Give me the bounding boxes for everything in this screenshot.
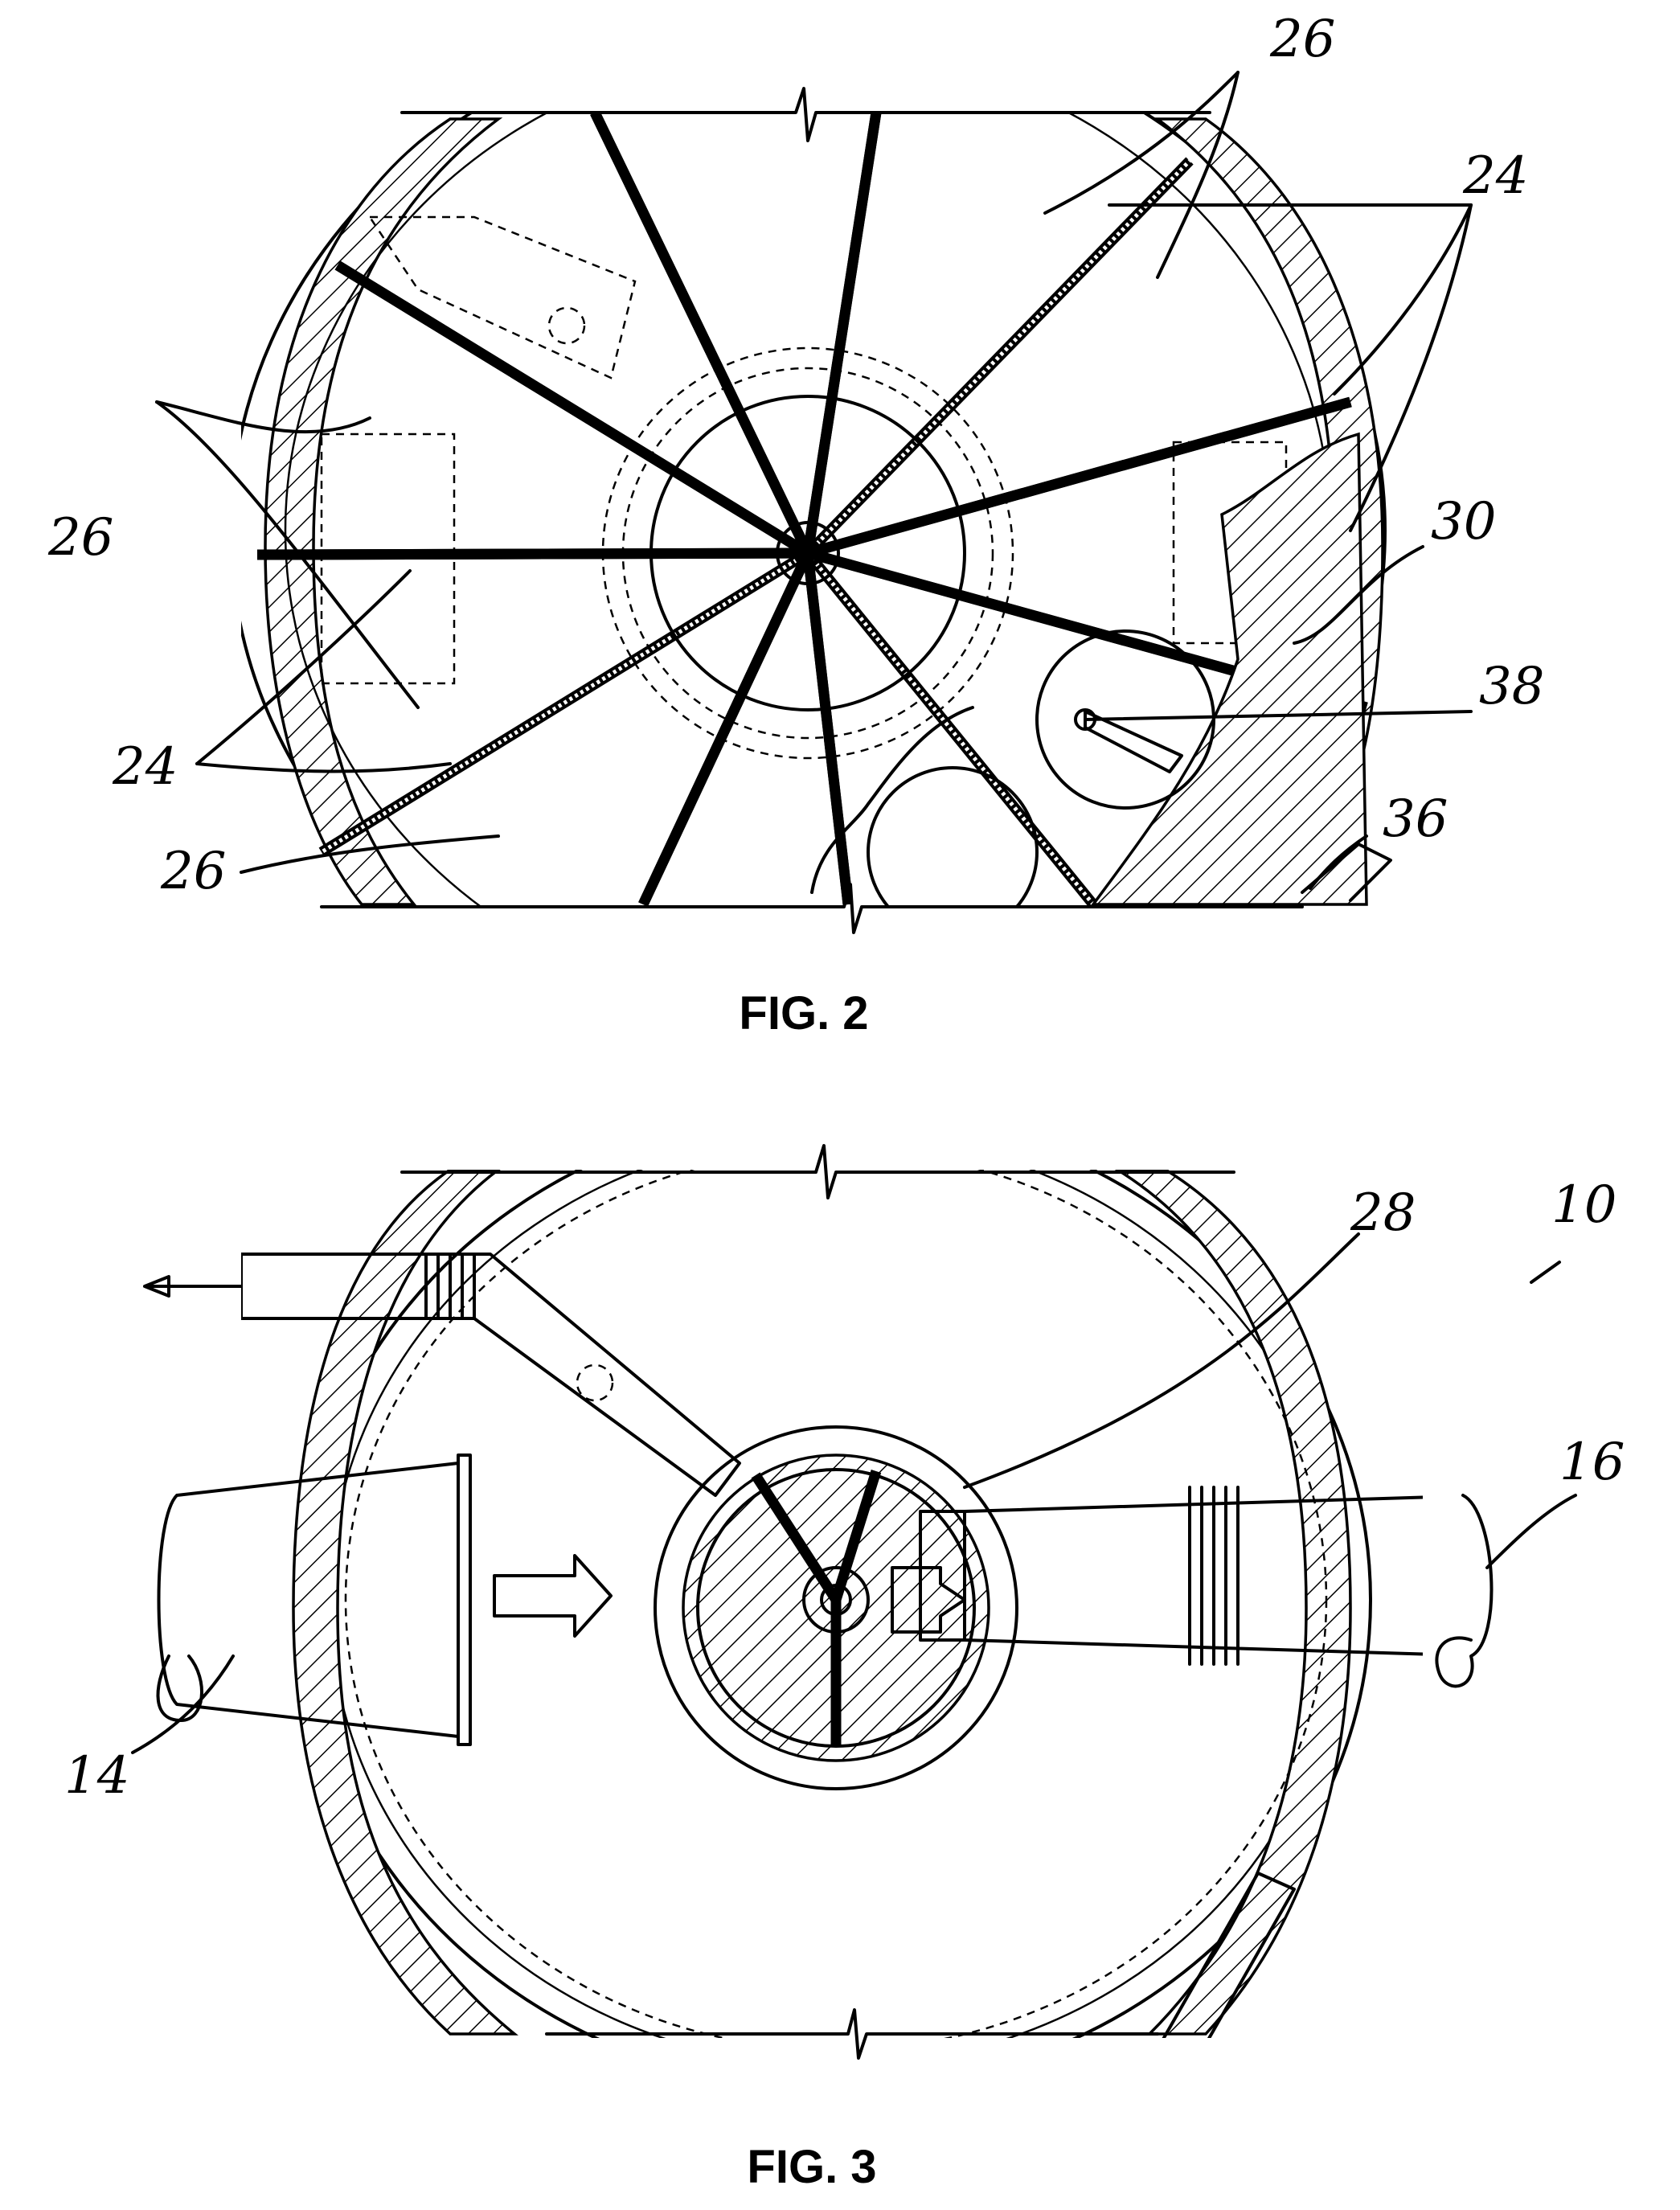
outflow-arrow bbox=[145, 1277, 241, 1296]
drum-housing-fig2 bbox=[231, 16, 1391, 1045]
central-rotor bbox=[655, 1427, 1017, 1789]
ref-label-10: 10 bbox=[1551, 1175, 1616, 1235]
idler-wheel bbox=[868, 768, 1037, 937]
ref-label-26-left: 26 bbox=[47, 508, 113, 568]
break-line-bottom-fig3 bbox=[547, 2010, 1158, 2058]
ref-label-24-left: 24 bbox=[112, 737, 178, 797]
ref-label-26-top: 26 bbox=[1269, 10, 1335, 69]
drum-housing-fig3 bbox=[241, 1109, 1506, 2090]
break-line-top bbox=[402, 88, 1210, 141]
ref-label-30: 30 bbox=[1431, 492, 1496, 551]
ref-label-36: 36 bbox=[1383, 789, 1448, 849]
ref-label-38: 38 bbox=[1479, 657, 1544, 716]
figure-2: 26 24 26 24 30 38 36 26 FIG. 2 bbox=[47, 10, 1544, 1045]
ref-label-28: 28 bbox=[1350, 1183, 1416, 1243]
ref-label-24-right: 24 bbox=[1462, 146, 1528, 206]
inlet-cone-right bbox=[920, 1487, 1506, 1664]
inflow-arrow bbox=[494, 1556, 611, 1636]
break-line-top-fig3 bbox=[402, 1146, 1234, 1198]
drive-assembly-cutaway bbox=[812, 434, 1367, 937]
ref-label-14: 14 bbox=[64, 1746, 129, 1806]
ref-label-26-bottom: 26 bbox=[160, 842, 226, 901]
figure-3: 28 10 16 14 FIG. 3 bbox=[64, 1109, 1625, 2193]
figure-3-caption: FIG. 3 bbox=[747, 2141, 876, 2193]
ref-label-16: 16 bbox=[1559, 1433, 1625, 1492]
figure-2-caption: FIG. 2 bbox=[739, 987, 868, 1039]
